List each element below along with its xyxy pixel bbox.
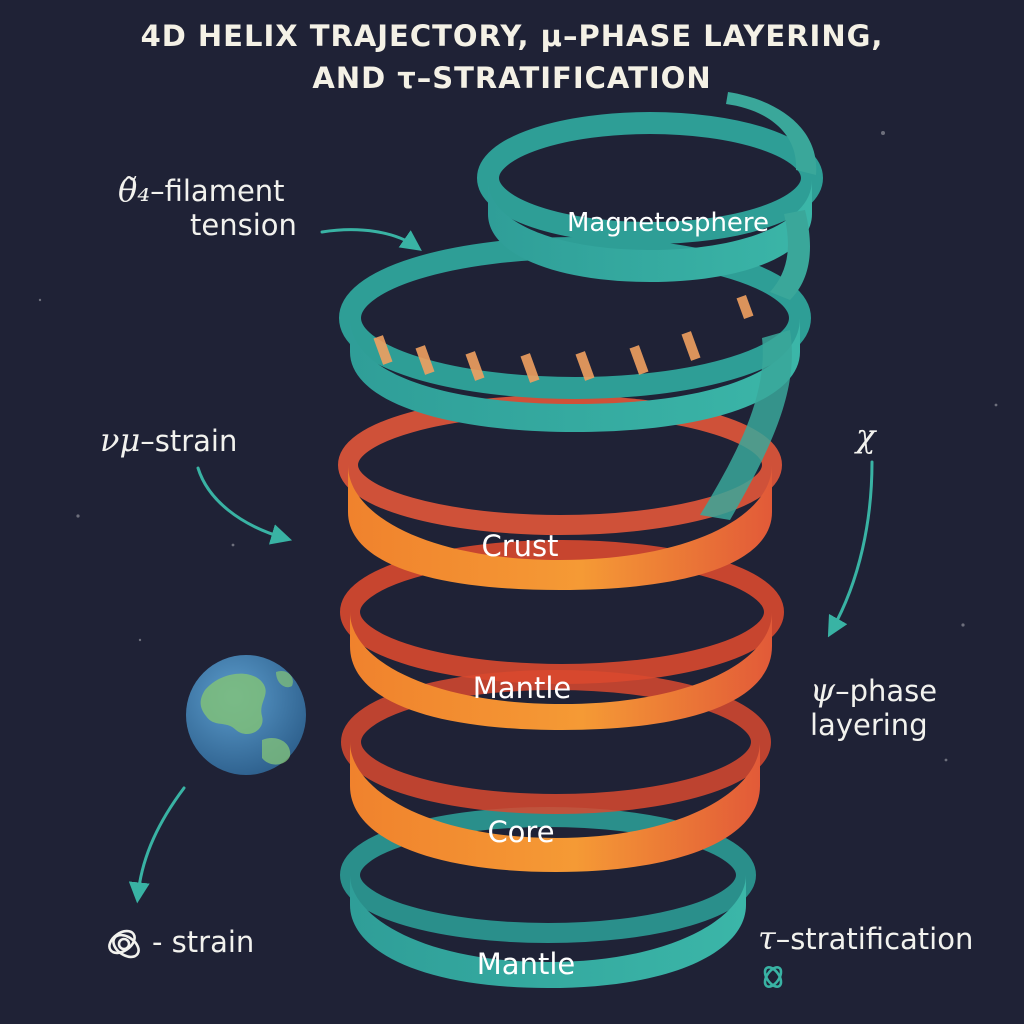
psi-text-line-2: layering [810,707,928,742]
earth-planet-icon [186,655,306,775]
star-field [38,38,998,762]
helix-band-crust [338,395,782,590]
tau-symbol: τ [758,919,776,957]
tau-text: –stratification [775,922,974,956]
band-label-crust: Crust [481,529,559,563]
nu-symbol: νμ [100,421,141,459]
helix-band-magnetosphere [477,92,823,300]
band-label-mantle-lower: Mantle [476,947,576,981]
planet-arrow [128,786,186,904]
tau-stratification-annotation: τ–stratification [758,920,973,957]
helix-band-mantle [340,540,784,730]
helix-band-lower-mantle [340,807,756,988]
theta-symbol: θ̃₄ [118,171,151,209]
filament-arrow [320,228,422,251]
annotation-arrows [128,228,874,904]
psi-symbol: ψ [810,671,836,709]
tau-knot-icon [763,966,783,988]
knot-strain-text: - strain [152,925,255,959]
band-label-magnetosphere: Magnetosphere [566,208,770,238]
psi-text-line-1: –phase [835,674,938,708]
chi-symbol: χ [856,417,876,455]
diagram-title-line-1: 4D HELIX TRAJECTORY, μ–PHASE LAYERING, [140,19,884,53]
psi-phase-annotation: ψ–phase layering [810,672,937,742]
knot-icon [108,929,140,959]
filament-tension-annotation: θ̃₄–filament tension [118,172,297,242]
stripe-pattern [373,294,754,383]
nu-strain-text: –strain [140,424,238,458]
filament-text-line-1: –filament [150,174,285,208]
helix-band-striped [339,237,811,520]
band-label-mantle-upper: Mantle [472,671,572,705]
diagram-title-line-2: AND τ–STRATIFICATION [312,61,712,95]
chi-annotation: χ [856,418,875,455]
knot-strain-annotation: - strain [152,925,255,959]
band-label-core: Core [487,815,555,849]
chi-arrow [827,460,874,638]
nu-strain-arrow [196,466,293,545]
filament-text-line-2: tension [190,207,297,242]
nu-strain-annotation: νμ–strain [100,422,237,459]
